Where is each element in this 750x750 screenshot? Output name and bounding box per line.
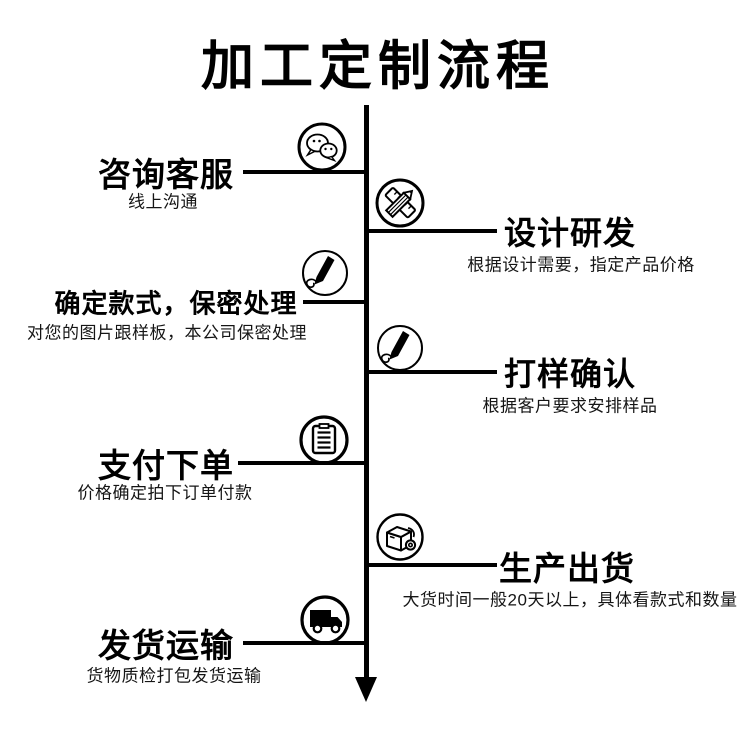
step-subtitle: 大货时间一般20天以上，具体看款式和数量: [402, 590, 738, 610]
page-title: 加工定制流程: [201, 37, 555, 96]
connector-line: [364, 563, 497, 567]
timeline-vertical-line: [364, 105, 369, 678]
step-subtitle: 根据设计需要，指定产品价格: [467, 255, 695, 275]
delivery-truck-icon: [300, 595, 350, 645]
step-subtitle: 线上沟通: [128, 192, 198, 212]
connector-line: [364, 229, 497, 233]
step-title: 确定款式，保密处理: [54, 288, 298, 319]
package-box-icon: [376, 513, 424, 561]
signature-pen-icon: [302, 250, 348, 296]
step-title: 生产出货: [499, 550, 635, 587]
connector-line: [303, 300, 369, 304]
step-subtitle: 价格确定拍下订单付款: [77, 483, 253, 503]
flow-arrow-down-icon: [355, 677, 377, 702]
step-title: 支付下单: [98, 447, 234, 484]
step-subtitle: 根据客户要求安排样品: [482, 396, 658, 416]
step-title: 发货运输: [98, 627, 234, 664]
step-title: 打样确认: [503, 356, 637, 392]
connector-line: [243, 641, 369, 645]
order-document-icon: [299, 415, 349, 465]
step-title: 设计研发: [503, 215, 637, 251]
wechat-chat-icon: [297, 122, 347, 172]
connector-line: [243, 170, 369, 174]
step-subtitle: 对您的图片跟样板，本公司保密处理: [27, 323, 307, 343]
connector-line: [364, 370, 497, 374]
step-subtitle: 货物质检打包发货运输: [86, 666, 262, 686]
step-title: 咨询客服: [98, 156, 234, 193]
signature-pen-icon: [377, 325, 423, 371]
connector-line: [238, 461, 369, 465]
ruler-pencil-icon: [375, 178, 425, 228]
